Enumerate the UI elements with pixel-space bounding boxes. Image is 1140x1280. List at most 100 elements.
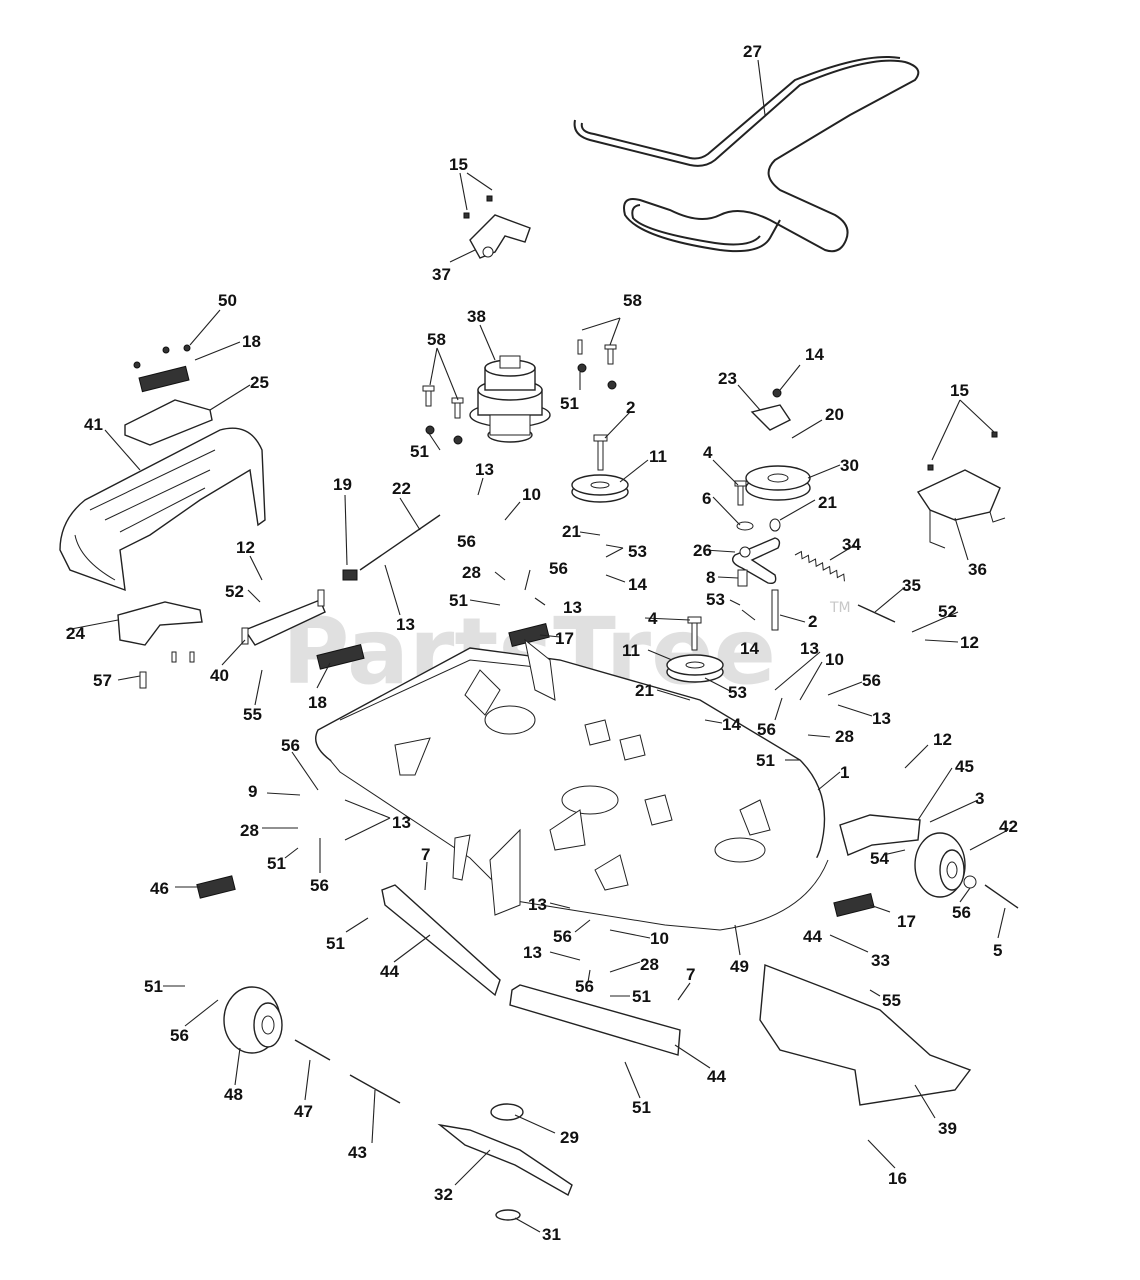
deck-plate-25: [124, 399, 213, 446]
callout-21-b: 21: [562, 522, 581, 541]
callout-4-mid: 4: [648, 609, 658, 628]
callout-56-c: 56: [862, 671, 881, 690]
callout-42: 42: [999, 817, 1018, 836]
callout-50: 50: [218, 291, 237, 310]
callout-9: 9: [248, 782, 257, 801]
callout-28-d: 28: [640, 955, 659, 974]
callout-49: 49: [730, 957, 749, 976]
belt-guard-bracket: [463, 195, 531, 259]
callout-37: 37: [432, 265, 451, 284]
callout-34: 34: [842, 535, 861, 554]
callout-39: 39: [938, 1119, 957, 1138]
callout-40: 40: [210, 666, 229, 685]
callout-32: 32: [434, 1185, 453, 1204]
bracket-24: [117, 601, 203, 646]
side-rail-44-left: [381, 884, 501, 997]
callout-7-right: 7: [686, 965, 695, 984]
callout-47: 47: [294, 1102, 313, 1121]
callout-14-c: 14: [740, 639, 759, 658]
callout-8: 8: [706, 568, 715, 587]
callout-14-a: 14: [805, 345, 824, 364]
pulley-bracket: [750, 404, 792, 431]
callout-52-left: 52: [225, 582, 244, 601]
callout-13-e: 13: [872, 709, 891, 728]
callout-28-a: 28: [462, 563, 481, 582]
callout-13-f: 13: [392, 813, 411, 832]
callout-6: 6: [702, 489, 711, 508]
callout-17-a: 17: [555, 629, 574, 648]
mounting-bracket-36: [916, 431, 1006, 549]
callout-58-right: 58: [623, 291, 642, 310]
bracket-40: [243, 599, 326, 646]
spindle-assembly: [469, 355, 551, 443]
mower-blade: [437, 1123, 573, 1197]
blade-adapter: [490, 1103, 524, 1121]
callout-44-right: 44: [707, 1067, 726, 1086]
callout-3: 3: [975, 789, 984, 808]
callout-labels: 27 15 37 50 18 25 41 38 58 58 51 51 2 11…: [66, 42, 1018, 1244]
gauge-wheel-right: [914, 832, 966, 898]
callout-18-top: 18: [242, 332, 261, 351]
callout-56-a: 56: [457, 532, 476, 551]
callout-53-a: 53: [628, 542, 647, 561]
callout-19: 19: [333, 475, 352, 494]
discharge-chute: [759, 964, 972, 1106]
callout-44-left: 44: [380, 962, 399, 981]
watermark-tm: TM: [829, 600, 851, 616]
callout-41: 41: [84, 415, 103, 434]
callout-12-right: 12: [960, 633, 979, 652]
callout-21-a: 21: [818, 493, 837, 512]
callout-31: 31: [542, 1225, 561, 1244]
callout-5: 5: [993, 941, 1002, 960]
callout-35: 35: [902, 576, 921, 595]
callout-51-a: 51: [560, 394, 579, 413]
callout-13-h: 13: [523, 943, 542, 962]
callout-11-mid: 11: [622, 641, 640, 660]
callout-29: 29: [560, 1128, 579, 1147]
rod-22: [359, 514, 441, 571]
callout-51-g: 51: [632, 987, 651, 1006]
callout-56-e: 56: [952, 903, 971, 922]
wheel-bracket-45: [839, 814, 921, 856]
decal-46: [196, 875, 236, 899]
callout-11-top: 11: [649, 447, 667, 466]
callout-56-i: 56: [575, 977, 594, 996]
callout-51-c: 51: [449, 591, 468, 610]
callout-56-d: 56: [757, 720, 776, 739]
callout-22: 22: [392, 479, 411, 498]
belt-cover: [59, 427, 266, 592]
callout-13-g: 13: [528, 895, 547, 914]
callout-54: 54: [870, 849, 889, 868]
callout-52-right: 52: [938, 602, 957, 621]
callout-4-top: 4: [703, 443, 713, 462]
decal-18-bottom: [316, 644, 365, 670]
callout-14-b: 14: [628, 575, 647, 594]
callout-1: 1: [840, 763, 849, 782]
callout-10-c: 10: [650, 929, 669, 948]
callout-28-c: 28: [240, 821, 259, 840]
callout-12-c: 12: [933, 730, 952, 749]
side-rail-44-right: [509, 984, 681, 1056]
mower-deck: [315, 638, 829, 931]
tension-rod: [857, 604, 896, 623]
callout-45: 45: [955, 757, 974, 776]
callout-57: 57: [93, 671, 112, 690]
callout-2-mid: 2: [808, 612, 817, 631]
callout-36: 36: [968, 560, 987, 579]
callout-10-b: 10: [825, 650, 844, 669]
idler-pulley-30: [734, 465, 811, 506]
callout-13-c: 13: [563, 598, 582, 617]
gauge-wheel-left: [223, 986, 283, 1054]
callout-43: 43: [348, 1143, 367, 1162]
callout-58-left: 58: [427, 330, 446, 349]
leader-lines: [65, 59, 1009, 1233]
callout-24: 24: [66, 624, 85, 643]
callout-56-j: 56: [170, 1026, 189, 1045]
decal-17-lower: [833, 893, 875, 917]
callout-51-h: 51: [144, 977, 163, 996]
callout-53-b: 53: [706, 590, 725, 609]
callout-51-b: 51: [410, 442, 429, 461]
callout-10-a: 10: [522, 485, 541, 504]
drive-belt: [573, 55, 920, 253]
callout-46: 46: [150, 879, 169, 898]
